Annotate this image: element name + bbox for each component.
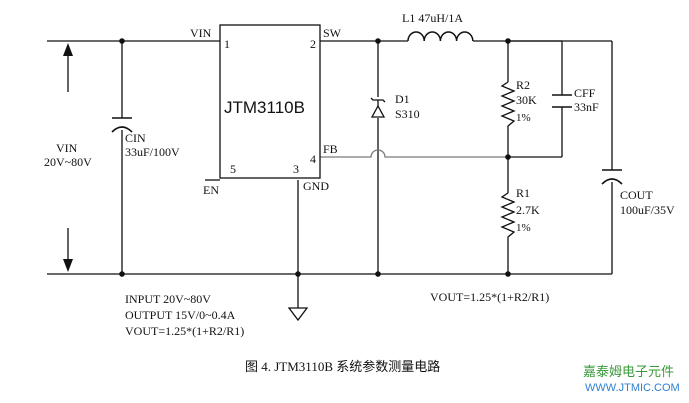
r2-zigzag — [500, 81, 516, 128]
pin-vin-name: VIN — [190, 26, 212, 40]
r1-value: 2.7K — [516, 203, 540, 217]
pin-en-name: EN — [203, 183, 219, 197]
cff-value: 33nF — [574, 100, 599, 114]
pin-fb-number: 4 — [310, 152, 316, 166]
junction-dot — [375, 38, 381, 44]
watermark-company: 嘉泰姆电子元件 — [583, 365, 674, 380]
vin-input: VIN 20V~80V — [44, 43, 92, 272]
pin-sw-name: SW — [323, 26, 342, 40]
capacitor-cout: COUT 100uF/35V — [601, 169, 675, 217]
l1-label: L1 47uH/1A — [402, 11, 463, 25]
pin-fb-name: FB — [323, 142, 338, 156]
cin-plate-curved — [111, 126, 133, 133]
cin-value: 33uF/100V — [125, 145, 180, 159]
pin-gnd-name: GND — [303, 179, 329, 193]
cin-ref: CIN — [125, 131, 146, 145]
junction-dot — [505, 154, 511, 160]
cout-plate-curved — [601, 178, 623, 185]
junction-dot — [375, 271, 381, 277]
capacitor-cff: CFF 33nF — [552, 86, 599, 114]
pin-vin-number: 1 — [224, 37, 230, 51]
r1-zigzag — [500, 192, 516, 239]
ground-icon — [287, 307, 309, 322]
ic-jtm3110b: JTM3110B VIN 1 SW 2 FB 4 5 EN 3 GND — [190, 24, 342, 197]
wires — [47, 40, 613, 308]
ic-body — [219, 24, 321, 179]
junction-dot — [295, 271, 301, 277]
arrow-down-icon — [63, 259, 73, 272]
watermark-url: WWW.JTMIC.COM — [585, 382, 680, 394]
cout-ref: COUT — [620, 188, 653, 202]
junction-dot — [119, 271, 125, 277]
note-input: INPUT 20V~80V — [125, 292, 211, 306]
diode-triangle — [370, 104, 386, 118]
fb-feedback-wire — [320, 149, 508, 158]
capacitor-cin: CIN 33uF/100V — [111, 117, 180, 159]
pin-sw-number: 2 — [310, 37, 316, 51]
note-vout-formula: VOUT=1.25*(1+R2/R1) — [125, 324, 244, 338]
junction-dot — [119, 38, 125, 44]
vout-formula-right: VOUT=1.25*(1+R2/R1) — [430, 290, 549, 304]
r2-value: 30K — [516, 93, 537, 107]
r1-ref: R1 — [516, 186, 530, 200]
inductor-l1: L1 47uH/1A — [402, 11, 474, 42]
r2-ref: R2 — [516, 78, 530, 92]
cff-ref: CFF — [574, 86, 596, 100]
ic-name: JTM3110B — [224, 98, 305, 117]
pin-gnd-number: 3 — [293, 162, 299, 176]
diode-d1: D1 S310 — [370, 92, 420, 121]
inductor-coil — [407, 31, 474, 42]
vin-label: VIN — [56, 141, 78, 155]
junction-dot — [505, 38, 511, 44]
note-output: OUTPUT 15V/0~0.4A — [125, 308, 236, 322]
pin-en-number: 5 — [230, 162, 236, 176]
vin-range: 20V~80V — [44, 155, 92, 169]
resistor-r2: R2 30K 1% — [500, 78, 537, 128]
d1-value: S310 — [395, 107, 420, 121]
figure-caption: 图 4. JTM3110B 系统参数测量电路 — [245, 359, 440, 374]
d1-ref: D1 — [395, 92, 410, 106]
junctions — [119, 38, 511, 277]
resistor-r1: R1 2.7K 1% — [500, 186, 540, 239]
cout-value: 100uF/35V — [620, 203, 675, 217]
arrow-up-icon — [63, 43, 73, 56]
junction-dot — [505, 271, 511, 277]
r1-tolerance: 1% — [516, 222, 531, 234]
r2-tolerance: 1% — [516, 112, 531, 124]
